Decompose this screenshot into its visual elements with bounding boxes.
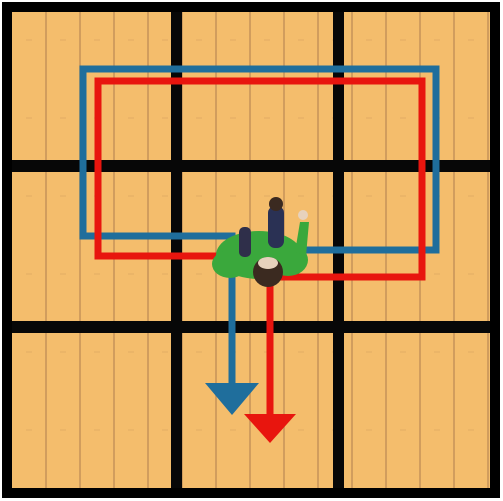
grid-line-horizontal-2 <box>12 321 490 333</box>
